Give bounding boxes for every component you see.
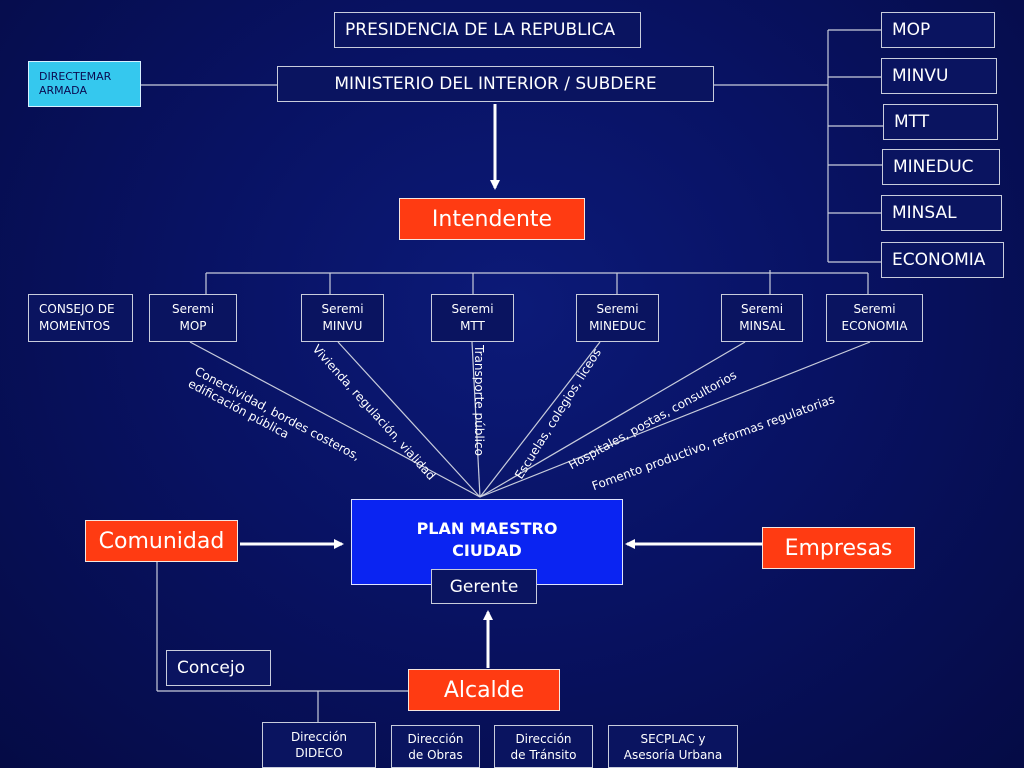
ministry-minvu-label: MINVU: [892, 66, 949, 86]
ministry-minsal: MINSAL: [881, 195, 1002, 231]
comunidad-label: Comunidad: [98, 528, 225, 554]
direccion-obras-label: Dirección de Obras: [407, 731, 464, 762]
ministry-mtt: MTT: [883, 104, 998, 140]
ministry-minvu: MINVU: [881, 58, 997, 94]
ray-minsal: [479, 341, 746, 498]
seremi-economia-label: Seremi ECONOMIA: [841, 302, 908, 333]
direccion-transito-label: Dirección de Tránsito: [510, 731, 577, 762]
directemar-box: DIRECTEMAR ARMADA: [28, 61, 141, 107]
ministry-mtt-label: MTT: [894, 112, 930, 132]
direccion-obras: Dirección de Obras: [391, 725, 480, 768]
presidencia-label: PRESIDENCIA DE LA REPUBLICA: [345, 20, 616, 40]
empresas-label: Empresas: [784, 535, 893, 561]
consejo-box: CONSEJO DE MOMENTOS: [28, 294, 133, 342]
gerente-label: Gerente: [449, 576, 519, 597]
ministry-economia-label: ECONOMIA: [892, 250, 986, 270]
direccion-dideco-label: Dirección DIDECO: [290, 730, 348, 760]
ministry-mineduc-label: MINEDUC: [893, 157, 974, 177]
consejo-label: CONSEJO DE MOMENTOS: [39, 302, 115, 333]
secplac-box: SECPLAC y Asesoría Urbana: [608, 725, 738, 768]
annotation-mtt: Transporte público: [472, 345, 486, 456]
ray-economia: [479, 341, 871, 498]
directemar-label: DIRECTEMAR ARMADA: [39, 70, 112, 97]
seremi-minvu-label: Seremi MINVU: [321, 302, 364, 333]
ministry-mineduc: MINEDUC: [882, 149, 1000, 185]
direccion-dideco: Dirección DIDECO: [262, 722, 376, 768]
ministerio-label: MINISTERIO DEL INTERIOR / SUBDERE: [334, 74, 657, 94]
seremi-mop-label: Seremi MOP: [171, 302, 215, 333]
presidencia-box: PRESIDENCIA DE LA REPUBLICA: [334, 12, 641, 48]
intendente-label: Intendente: [431, 206, 553, 232]
ray-mineduc: [479, 341, 601, 498]
ministry-economia: ECONOMIA: [881, 242, 1004, 278]
ray-mtt: [471, 341, 481, 498]
comunidad-box: Comunidad: [85, 520, 238, 562]
seremi-mtt: Seremi MTT: [431, 294, 514, 342]
seremi-minsal: Seremi MINSAL: [721, 294, 803, 342]
ray-mop: [189, 341, 481, 498]
intendente-box: Intendente: [399, 198, 585, 240]
ray-minvu: [337, 341, 481, 498]
direccion-transito: Dirección de Tránsito: [494, 725, 593, 768]
seremi-minsal-label: Seremi MINSAL: [739, 302, 785, 333]
seremi-mtt-label: Seremi MTT: [451, 302, 494, 333]
seremi-minvu: Seremi MINVU: [301, 294, 384, 342]
plan-maestro-label: PLAN MAESTRO CIUDAD: [416, 519, 558, 560]
alcalde-label: Alcalde: [443, 677, 525, 703]
empresas-box: Empresas: [762, 527, 915, 569]
gerente-box: Gerente: [431, 569, 537, 604]
alcalde-box: Alcalde: [408, 669, 560, 711]
seremi-mop: Seremi MOP: [149, 294, 237, 342]
secplac-label: SECPLAC y Asesoría Urbana: [623, 731, 723, 762]
ministerio-box: MINISTERIO DEL INTERIOR / SUBDERE: [277, 66, 714, 102]
ministry-minsal-label: MINSAL: [892, 203, 957, 223]
ministry-mop: MOP: [881, 12, 995, 48]
concejo-label: Concejo: [177, 658, 245, 678]
concejo-box: Concejo: [166, 650, 271, 686]
ministry-mop-label: MOP: [892, 20, 931, 40]
seremi-mineduc: Seremi MINEDUC: [576, 294, 659, 342]
seremi-mineduc-label: Seremi MINEDUC: [589, 302, 646, 333]
seremi-economia: Seremi ECONOMIA: [826, 294, 923, 342]
